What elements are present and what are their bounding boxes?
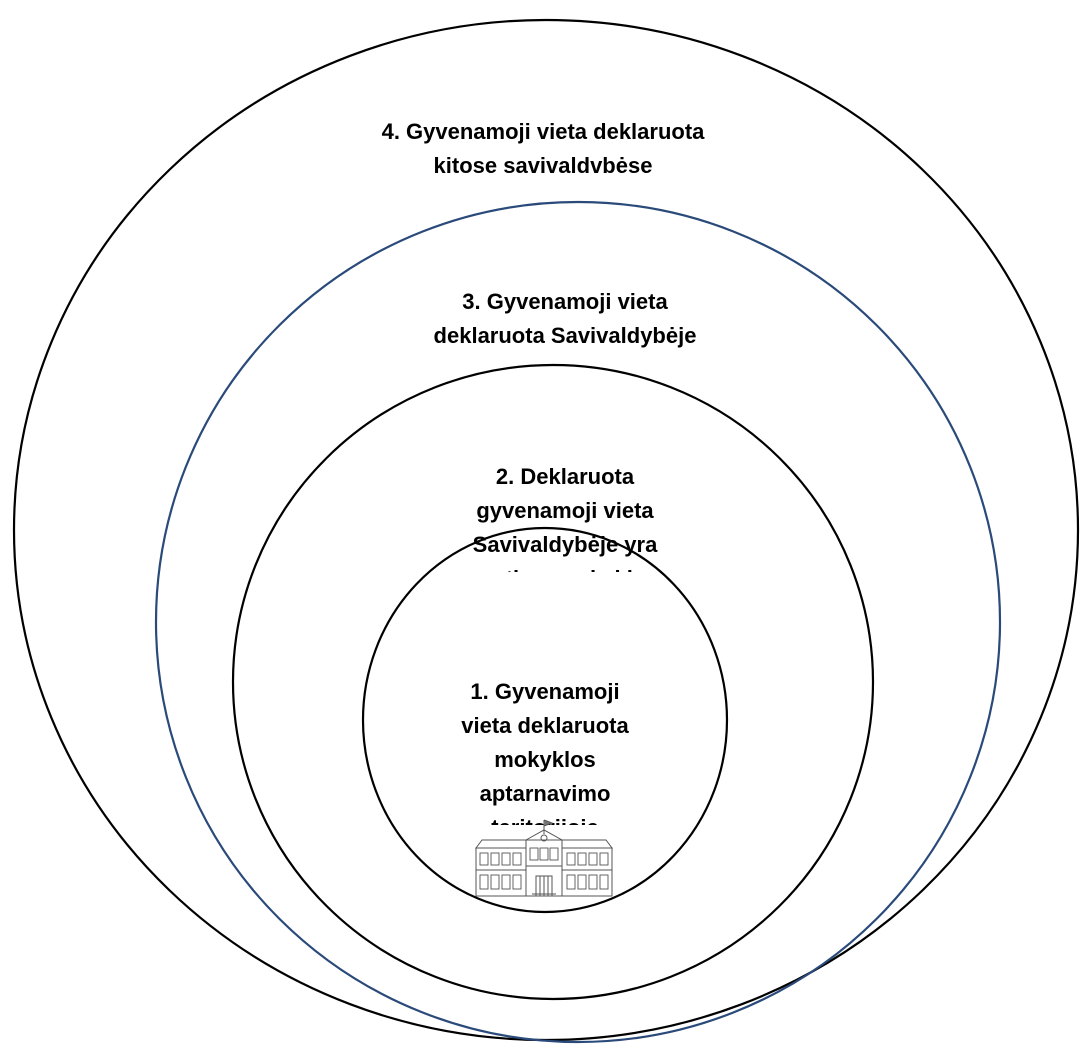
ring-1-label-line: aptarnavimo: [479, 781, 611, 807]
ring-3-label-line: 3. Gyvenamoji vieta: [462, 289, 668, 314]
ring-4-label-line: kitose savivaldvbėse: [433, 153, 653, 179]
ring-1-circle: [361, 526, 729, 914]
school-building-icon: [475, 819, 613, 897]
ring-2-label-line: gretima mokyklos: [430, 562, 700, 572]
ring-1-label-line: vieta deklaruota: [461, 713, 629, 739]
ring-2-label-line: 2. Deklaruota: [495, 464, 635, 489]
ring-2-label: 2. Deklaruota gyvenamoji vieta Savivaldy…: [430, 460, 700, 572]
ring-1-label-line: 1. Gyvenamoji: [470, 679, 620, 704]
ring-3-label: 3. Gyvenamoji vieta deklaruota Savivaldy…: [390, 285, 740, 359]
ring-2-label-line: gyvenamoji vieta: [476, 498, 654, 524]
ring-1-label: 1. Gyvenamoji vieta deklaruota mokyklos …: [435, 675, 655, 825]
ring-2-circle: [231, 363, 875, 1001]
ring-1-label-line: mokyklos: [494, 747, 596, 773]
ring-4-label-line: 4. Gyvenamoji vieta deklaruota: [381, 119, 705, 144]
ring-3-circle: [154, 200, 1002, 1044]
ring-2-label-line: Savivaldybėje yra: [472, 532, 658, 558]
ring-4-label: 4. Gyvenamoji vieta deklaruota kitose sa…: [343, 115, 743, 189]
ring-3-label-line: deklaruota Savivaldybėje: [433, 323, 697, 349]
